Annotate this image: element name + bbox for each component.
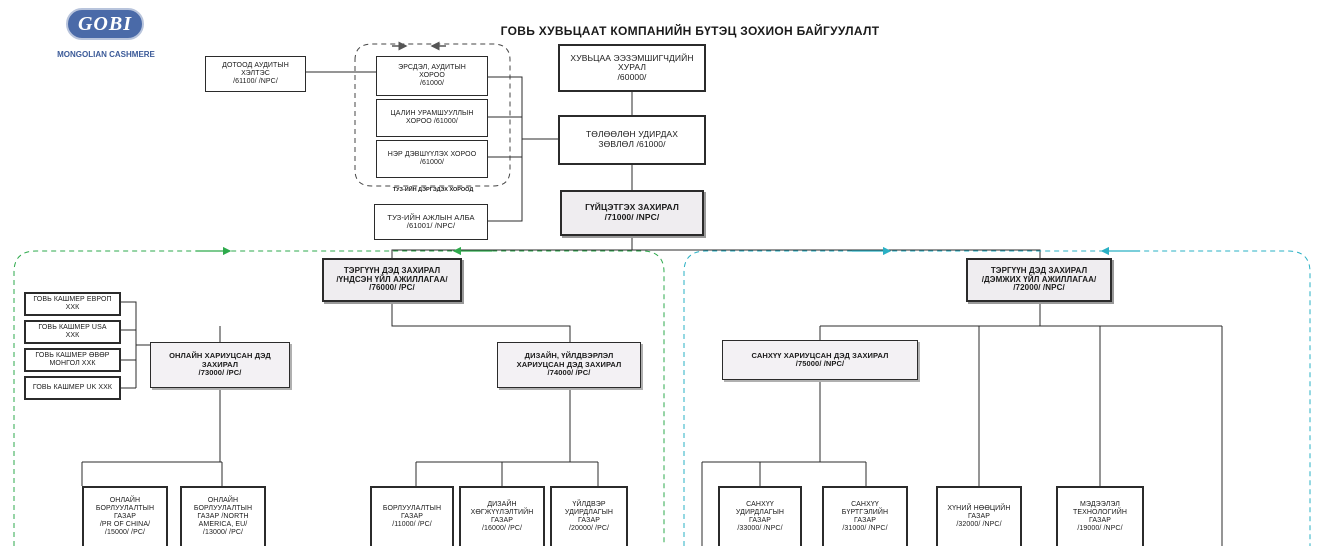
subsidiary-europe-box: ГОВЬ КАШМЕР ЕВРОП ХХК — [24, 292, 121, 316]
link-design-units — [415, 388, 599, 486]
sales-department-box: БОРЛУУЛАЛТЫН ГАЗАР /11000/ /PC/ — [370, 486, 454, 546]
link-subsidiaries — [121, 301, 150, 389]
page-title: ГОВЬ ХУВЬЦААТ КОМПАНИЙН БҮТЭЦ ЗОХИОН БАЙ… — [500, 24, 880, 38]
committee-caption: ТУЗ-ИЙН ДЭРГЭДЭХ ХОРООД — [392, 187, 474, 193]
human-resources-box: ХҮНИЙ НӨӨЦИЙН ГАЗАР /32000/ /NPC/ — [936, 486, 1022, 546]
finance-accounting-box: САНХҮҮ БҮРТГЭЛИЙН ГАЗАР /31000/ /NPC/ — [822, 486, 908, 546]
ceo-box: ГҮЙЦЭТГЭХ ЗАХИРАЛ /71000/ /NPC/ — [560, 190, 704, 236]
online-deputy-director-box: ОНЛАЙН ХАРИУЦСАН ДЭД ЗАХИРАЛ /73000/ /PC… — [150, 342, 290, 388]
shareholders-meeting-box: ХУВЬЦАА ЭЭЗЭМШИГЧДИЙН ХУРАЛ /60000/ — [558, 44, 706, 92]
finance-management-box: САНХҮҮ УДИРДЛАГЫН ГАЗАР /33000/ /NPC/ — [718, 486, 802, 546]
link-online-units — [81, 388, 223, 486]
logo-tagline: MONGOLIAN CASHMERE — [57, 50, 155, 59]
link-finance-units — [701, 380, 867, 546]
risk-audit-committee-box: ЭРСДЭЛ, АУДИТЫН ХОРОО /61000/ — [376, 56, 488, 96]
link-core-trunk — [219, 302, 571, 342]
core-operations-head-box: ТЭРГҮҮН ДЭД ЗАХИРАЛ /ҮНДСЭН ҮЙЛ АЖИЛЛАГА… — [322, 258, 462, 302]
information-technology-box: МЭДЭЭЛЭЛ ТЕХНОЛОГИЙН ГАЗАР /19000/ /NPC/ — [1056, 486, 1144, 546]
board-of-directors-box: ТӨЛӨӨЛӨН УДИРДАХ ЗӨВЛӨЛ /61000/ — [558, 115, 706, 165]
company-logo: GOBI MONGOLIAN CASHMERE — [40, 8, 172, 64]
link-secretariat — [488, 139, 523, 222]
design-production-deputy-director-box: ДИЗАЙН, ҮЙЛДВЭРЛЭЛ ХАРИУЦСАН ДЭД ЗАХИРАЛ… — [497, 342, 641, 388]
finance-deputy-director-box: САНХҮҮ ХАРИУЦСАН ДЭД ЗАХИРАЛ /75000/ /NP… — [722, 340, 918, 380]
board-secretariat-box: ТУЗ-ИЙН АЖЛЫН АЛБА /61001/ /NPC/ — [374, 204, 488, 240]
subsidiary-uk-box: ГОВЬ КАШМЕР UK ХХК — [24, 376, 121, 400]
online-sales-china-box: ОНЛАЙН БОРЛУУЛАЛТЫН ГАЗАР /PR OF CHINA/ … — [82, 486, 168, 546]
online-sales-na-eu-box: ОНЛАЙН БОРЛУУЛАЛТЫН ГАЗАР /NORTH AMERICA… — [180, 486, 266, 546]
link-support-trunk — [819, 302, 1223, 546]
support-operations-head-box: ТЭРГҮҮН ДЭД ЗАХИРАЛ /ДЭМЖИХ ҮЙЛ АЖИЛЛАГА… — [966, 258, 1112, 302]
logo-brand: GOBI — [66, 8, 144, 40]
core-region-frame — [13, 250, 665, 546]
committee-frame — [354, 43, 511, 187]
design-development-box: ДИЗАЙН ХӨГЖҮҮЛЭЛТИЙН ГАЗАР /16000/ /PC/ — [459, 486, 545, 546]
subsidiary-inner-mongolia-box: ГОВЬ КАШМЕР ӨВӨР МОНГОЛ ХХК — [24, 348, 121, 372]
support-region-frame — [683, 250, 1311, 546]
internal-audit-box: ДОТООД АУДИТЫН ХЭЛТЭС /61100/ /NPC/ — [205, 56, 306, 92]
production-management-box: ҮЙЛДВЭР УДИРДЛАГЫН ГАЗАР /20000/ /PC/ — [550, 486, 628, 546]
subsidiary-usa-box: ГОВЬ КАШМЕР USA ХХК — [24, 320, 121, 344]
remuneration-committee-box: ЦАЛИН УРАМШУУЛЛЫН ХОРОО /61000/ — [376, 99, 488, 137]
link-ceo-divisions — [391, 236, 1041, 258]
link-committees-board — [488, 76, 558, 158]
nomination-committee-box: НЭР ДЭВШҮҮЛЭХ ХОРОО /61000/ — [376, 140, 488, 178]
